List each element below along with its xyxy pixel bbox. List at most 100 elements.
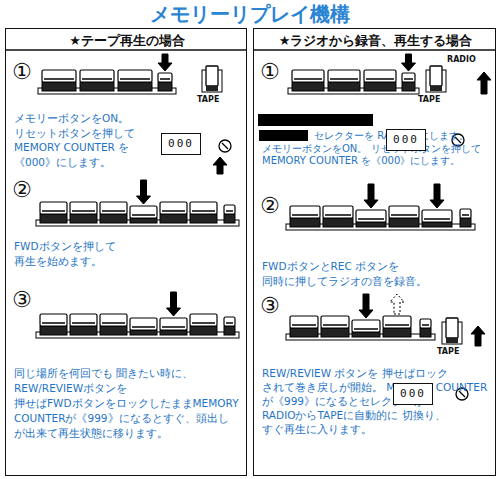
illustration-part bbox=[162, 326, 185, 328]
illustration-part bbox=[404, 78, 413, 80]
counter-digits: 000 bbox=[168, 137, 194, 150]
illustration-part bbox=[42, 322, 65, 324]
illustration-part bbox=[40, 314, 67, 326]
illustration-part bbox=[167, 292, 181, 316]
illustration-part bbox=[206, 66, 218, 86]
illustration-part bbox=[462, 214, 469, 216]
illustration-part bbox=[422, 222, 452, 227]
illustration-part bbox=[100, 314, 127, 326]
step-number: ① bbox=[260, 59, 280, 85]
illustration-part bbox=[323, 324, 347, 326]
step-number: ② bbox=[12, 177, 32, 203]
illustration-part bbox=[325, 214, 351, 216]
illustration-part bbox=[430, 184, 444, 208]
illustration-part bbox=[42, 210, 65, 212]
redaction-bar bbox=[259, 130, 308, 141]
illustration-part bbox=[420, 328, 431, 337]
step-text: FWDボタンを押して 再生を始めます。 bbox=[14, 239, 136, 268]
illustration-part bbox=[40, 202, 67, 214]
counter-digits: 000 bbox=[393, 133, 419, 146]
illustration-part bbox=[40, 326, 67, 335]
illustration-part bbox=[422, 324, 429, 326]
illustration-part bbox=[224, 205, 235, 214]
memory-counter: 000 bbox=[393, 383, 433, 405]
illustration-part bbox=[118, 70, 152, 82]
illustration-part bbox=[72, 210, 95, 212]
illustration-part bbox=[158, 82, 172, 91]
diagram-title: メモリーリプレイ機構 bbox=[0, 3, 500, 25]
illustration-part bbox=[102, 322, 125, 324]
illustration-part bbox=[226, 210, 233, 212]
illustration-part bbox=[471, 326, 485, 346]
illustration-part bbox=[130, 318, 157, 330]
illustration-part bbox=[358, 218, 384, 220]
illustration-part bbox=[100, 214, 127, 223]
illustration-part bbox=[328, 70, 360, 82]
memory-counter: 000 bbox=[161, 133, 201, 155]
illustration-part bbox=[222, 143, 228, 149]
deck-keys bbox=[286, 184, 475, 230]
illustration-part bbox=[330, 78, 358, 80]
illustration-part bbox=[460, 218, 471, 227]
step-number: ① bbox=[12, 59, 32, 85]
illustration-part bbox=[190, 326, 217, 335]
illustration-part bbox=[290, 328, 318, 337]
panel-heading: ★ラジオから録音、再生する場合 bbox=[254, 33, 497, 49]
illustration-part bbox=[383, 316, 411, 328]
illustration-part bbox=[132, 214, 155, 216]
illustration-part bbox=[192, 322, 215, 324]
illustration-part bbox=[162, 210, 185, 212]
panel-rules bbox=[5, 50, 496, 51]
illustration-part bbox=[80, 82, 114, 91]
deck-keys bbox=[36, 180, 239, 226]
illustration-part bbox=[352, 332, 380, 337]
illustration-part bbox=[424, 218, 450, 220]
wrap-spacer bbox=[382, 168, 490, 218]
illustration-part bbox=[42, 82, 76, 91]
illustration-part bbox=[290, 206, 320, 218]
illustration-part bbox=[206, 86, 218, 91]
illustration-part bbox=[430, 66, 442, 86]
illustration-part bbox=[292, 324, 316, 326]
illustration-part bbox=[359, 294, 373, 318]
illustration-part bbox=[364, 82, 396, 91]
illustration-part bbox=[292, 70, 324, 82]
illustration-part bbox=[192, 210, 215, 212]
illustration-part bbox=[226, 322, 233, 324]
illustration-part bbox=[40, 214, 67, 223]
switch-label: TAPE bbox=[437, 348, 459, 357]
illustration-part bbox=[323, 206, 353, 218]
illustration-part bbox=[391, 214, 417, 216]
illustration-part bbox=[130, 330, 157, 335]
illustration-part bbox=[190, 202, 217, 214]
illustration-part bbox=[402, 82, 415, 91]
illustration-part bbox=[70, 202, 97, 214]
illustration-part bbox=[130, 218, 157, 223]
illustration-part bbox=[402, 54, 416, 71]
step-text: メモリーボタンをON。 リセットボタンを押して MEMORY COUNTER を… bbox=[14, 111, 140, 169]
illustration-part bbox=[290, 316, 318, 328]
redaction-bar bbox=[258, 114, 373, 126]
illustration-part bbox=[356, 210, 386, 222]
illustration-part bbox=[5, 49, 247, 50]
panel-heading: ★テープ再生の場合 bbox=[6, 33, 248, 49]
switch-label: TAPE bbox=[418, 96, 440, 105]
illustration-part bbox=[80, 70, 114, 82]
illustration-part bbox=[82, 78, 112, 80]
illustration-part bbox=[253, 49, 496, 50]
illustration-part bbox=[356, 222, 386, 227]
illustration-part bbox=[130, 206, 157, 218]
step-number: ② bbox=[260, 193, 280, 219]
illustration-part bbox=[328, 82, 360, 91]
illustration-part bbox=[190, 214, 217, 223]
memory-counter: 000 bbox=[386, 129, 426, 151]
illustration-part bbox=[383, 328, 411, 337]
illustration-part bbox=[158, 73, 172, 82]
wrap-spacer bbox=[390, 422, 490, 466]
illustration-part bbox=[389, 218, 419, 227]
illustration-part bbox=[102, 210, 125, 212]
illustration-part bbox=[446, 338, 458, 343]
illustration-part bbox=[430, 86, 442, 91]
illustration-part bbox=[42, 70, 76, 82]
